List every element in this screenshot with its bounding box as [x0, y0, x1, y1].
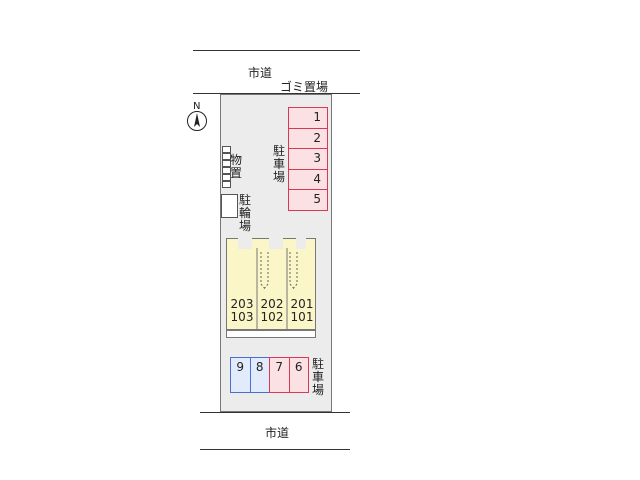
- unit-number-upper: 202: [260, 297, 284, 311]
- unit-number-lower: 101: [290, 310, 314, 324]
- bicycle-shelter: [221, 194, 238, 218]
- building-notch: [238, 237, 252, 249]
- parking-slot: 9: [230, 357, 251, 393]
- parking-slot-number: 6: [294, 360, 303, 374]
- parking-slot-number: 9: [236, 360, 245, 374]
- storage-cell: [222, 160, 231, 167]
- road-top-edge: [193, 50, 360, 51]
- parking-slot-number: 8: [255, 360, 264, 374]
- parking-slot: 6: [288, 357, 309, 393]
- parking-slot: 2: [288, 127, 328, 149]
- road-bottom-inner-edge: [200, 412, 350, 413]
- parking-slot: 3: [288, 148, 328, 170]
- road-bottom-edge: [200, 449, 350, 450]
- road-top-label: 市道: [248, 66, 273, 80]
- parking-slot-number: 2: [313, 130, 321, 145]
- parking-slot-number: 1: [313, 110, 321, 124]
- garbage-label: ゴミ置場: [280, 80, 329, 94]
- bicycle-label: 駐輪場: [238, 193, 251, 233]
- building-veranda: [226, 330, 316, 338]
- parking-top-label: 駐車場: [272, 144, 285, 184]
- parking-slot-number: 7: [275, 360, 284, 374]
- parking-slot: 5: [288, 189, 328, 211]
- north-label: N: [193, 101, 201, 112]
- road-bottom-label: 市道: [265, 426, 290, 440]
- building-outline: [226, 238, 316, 330]
- compass-icon: [187, 111, 207, 131]
- unit-number-upper: 203: [230, 297, 254, 311]
- parking-slot: 1: [288, 107, 328, 129]
- parking-bottom-label: 駐車場: [311, 357, 324, 397]
- parking-slot-number: 3: [313, 151, 321, 165]
- building-notch: [296, 237, 306, 249]
- unit-number-lower: 102: [260, 310, 284, 324]
- storage-cell: [222, 146, 231, 153]
- unit-number-upper: 201: [290, 297, 314, 311]
- storage-cell: [222, 174, 231, 181]
- storage-cell: [222, 181, 231, 188]
- storage-cell: [222, 167, 231, 174]
- building-notch: [269, 237, 283, 249]
- storage-cell: [222, 153, 231, 160]
- unit-number-lower: 103: [230, 310, 254, 324]
- parking-slot: 8: [249, 357, 270, 393]
- parking-slot-number: 4: [313, 171, 321, 186]
- parking-slot: 7: [269, 357, 290, 393]
- parking-slot-number: 5: [313, 192, 321, 206]
- parking-slot: 4: [288, 168, 328, 190]
- building-walls: [256, 248, 298, 330]
- road-top-inner-edge: [193, 93, 360, 94]
- storage-label: 物置: [229, 153, 242, 180]
